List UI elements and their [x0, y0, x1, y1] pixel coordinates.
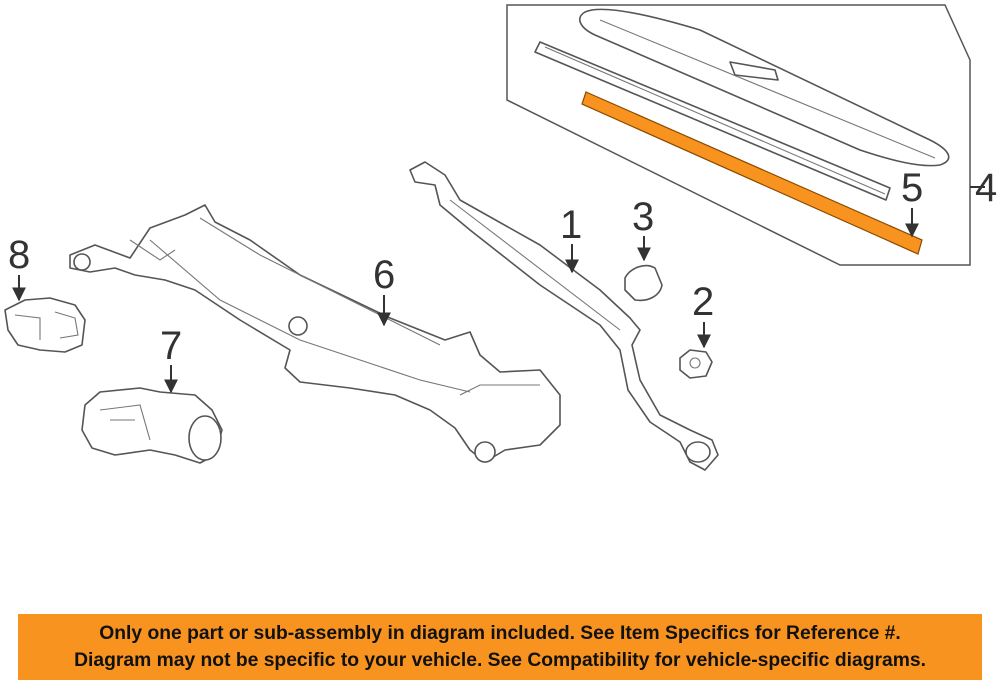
disclaimer-banner: Only one part or sub-assembly in diagram…: [18, 614, 982, 680]
callout-1: 1: [560, 203, 582, 274]
nut: [679, 349, 713, 379]
svg-text:8: 8: [8, 233, 30, 277]
wiper-motor: [81, 387, 223, 464]
disclaimer-line-2: Diagram may not be specific to your vehi…: [74, 650, 926, 671]
wiper-linkage: [69, 204, 561, 463]
callout-3: 3: [632, 195, 654, 262]
svg-text:6: 6: [373, 253, 395, 297]
wiper-arm: [409, 161, 719, 471]
svg-text:3: 3: [632, 195, 654, 239]
wiper-refill-highlight: [581, 91, 923, 255]
svg-text:7: 7: [160, 324, 182, 368]
arm-cap: [624, 264, 663, 302]
disclaimer-line-1: Only one part or sub-assembly in diagram…: [99, 623, 901, 644]
bracket: [4, 297, 86, 353]
callout-5: 5: [901, 166, 923, 238]
callout-4: 4: [975, 166, 997, 210]
callout-7: 7: [160, 324, 182, 394]
parts-diagram: 1 2 3 4 5 6 7 8: [4, 4, 997, 471]
callout-8: 8: [8, 233, 30, 302]
svg-text:4: 4: [975, 166, 997, 210]
svg-text:5: 5: [901, 166, 923, 210]
callout-2: 2: [692, 280, 714, 349]
wiper-blade-inset: [506, 4, 985, 266]
svg-text:2: 2: [692, 280, 714, 324]
callout-6: 6: [373, 253, 395, 327]
svg-text:1: 1: [560, 203, 582, 247]
